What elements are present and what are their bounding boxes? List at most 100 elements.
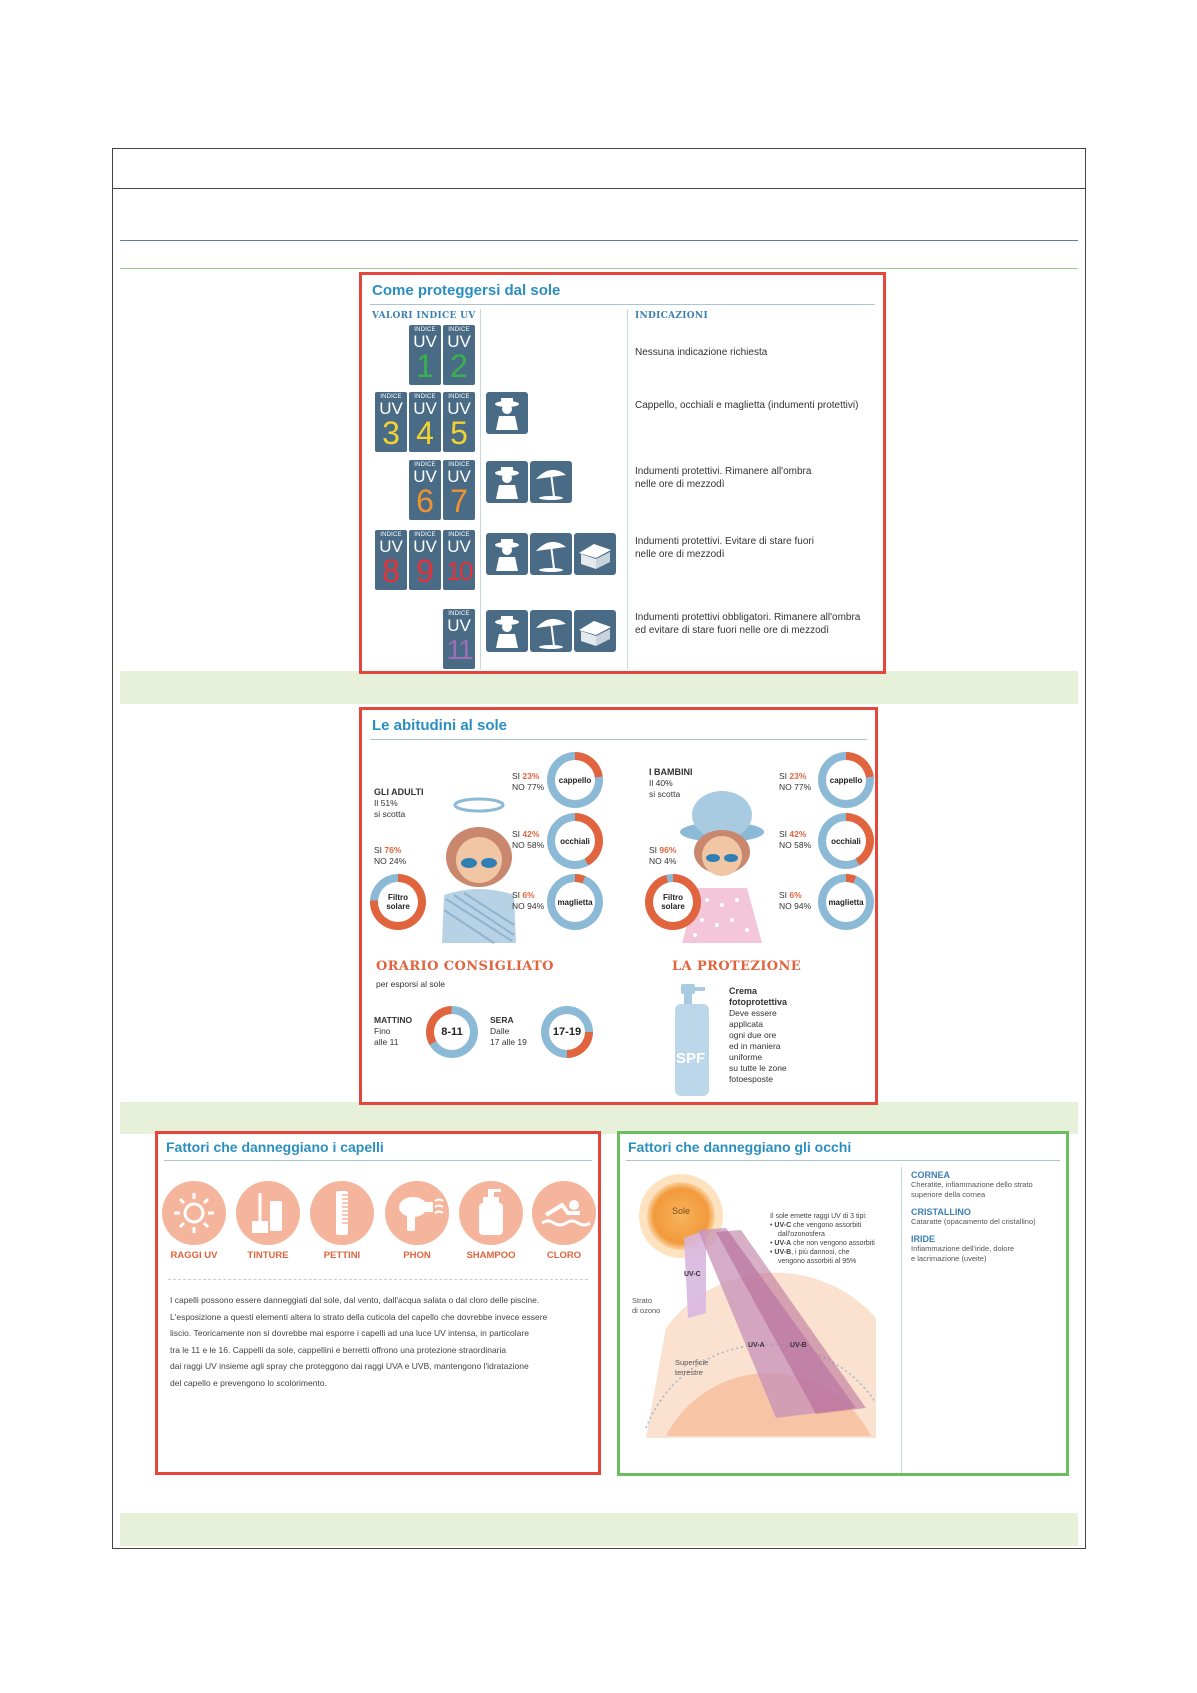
hair-factor-label: TINTURE bbox=[247, 1250, 289, 1261]
person-with-hat-icon bbox=[486, 610, 528, 652]
sun-icon bbox=[162, 1181, 226, 1245]
orario-subtitle: per esporsi al sole bbox=[376, 979, 445, 989]
eye-damage-panel: Fattori che danneggiano gli occhi Sole U… bbox=[617, 1131, 1069, 1476]
hair-paragraph: I capelli possono essere danneggiati dal… bbox=[170, 1295, 548, 1388]
person-with-hat-icon bbox=[486, 461, 528, 503]
umbrella-icon bbox=[530, 533, 572, 575]
children-stat: I BAMBINI Il 40% si scotta bbox=[649, 767, 693, 799]
adult-figure-illustration bbox=[442, 797, 516, 944]
uva-ray-label: UV-A bbox=[748, 1342, 765, 1349]
hair-factor-label: RAGGI UV bbox=[170, 1250, 218, 1261]
maglietta-donut: maglietta bbox=[818, 874, 874, 930]
panel-title: Fattori che danneggiano i capelli bbox=[166, 1139, 384, 1155]
panel-title: Come proteggersi dal sole bbox=[372, 282, 561, 299]
sun-label: Sole bbox=[672, 1206, 691, 1216]
occhiali-donut: occhiali bbox=[547, 813, 603, 869]
title-rule bbox=[370, 739, 867, 740]
orario-heading: ORARIO CONSIGLIATO bbox=[376, 959, 554, 974]
green-band bbox=[120, 671, 1078, 704]
umbrella-icon bbox=[530, 610, 572, 652]
maglietta-stats: SI 6%NO 94% bbox=[512, 890, 545, 911]
indication-text: Indumenti protettivi. Rimanere all'ombra… bbox=[635, 466, 812, 490]
occhiali-stats: SI 42%NO 58% bbox=[779, 829, 812, 850]
filtro-stats: SI 76%NO 24% bbox=[374, 845, 407, 866]
filtro-stats: SI 96%NO 4% bbox=[649, 845, 677, 866]
cappello-stats: SI 23%NO 77% bbox=[512, 771, 545, 792]
occhiali-donut: occhiali bbox=[818, 813, 874, 869]
panel-title: Fattori che danneggiano gli occhi bbox=[628, 1139, 852, 1155]
maglietta-stats: SI 6%NO 94% bbox=[779, 890, 812, 911]
hair-factor-label: PHON bbox=[403, 1250, 431, 1261]
occhiali-stats: SI 42%NO 58% bbox=[512, 829, 545, 850]
green-band bbox=[120, 1102, 1078, 1134]
uv-types-legend: Il sole emette raggi UV di 3 tipi: • UV-… bbox=[770, 1213, 875, 1265]
sunscreen-spray-icon bbox=[675, 984, 709, 1096]
column-divider bbox=[480, 309, 481, 669]
uvc-ray-label: UV-C bbox=[684, 1271, 701, 1278]
hair-factor-label: PETTINI bbox=[323, 1250, 361, 1261]
blue-rule bbox=[120, 240, 1078, 241]
document-frame bbox=[112, 148, 1086, 1549]
uv-values-heading: VALORI INDICE UV bbox=[372, 311, 476, 321]
uv-index-panel: Come proteggersi dal sole VALORI INDICE … bbox=[359, 272, 886, 674]
comb-icon bbox=[310, 1181, 374, 1245]
house-icon bbox=[574, 610, 616, 652]
house-icon bbox=[574, 533, 616, 575]
cappello-donut: cappello bbox=[818, 752, 874, 808]
maglietta-donut: maglietta bbox=[547, 874, 603, 930]
eye-parts-list: CORNEA Cheratite, infiammazione dello st… bbox=[911, 1170, 1036, 1263]
indication-text: Nessuna indicazione richiesta bbox=[635, 347, 768, 358]
dotted-divider bbox=[168, 1279, 588, 1280]
green-rule bbox=[120, 268, 1078, 269]
panel-title: Le abitudini al sole bbox=[372, 717, 508, 734]
cappello-donut: cappello bbox=[547, 752, 603, 808]
swimmer-icon bbox=[532, 1181, 596, 1245]
mattino-donut: 8-11 bbox=[426, 1006, 478, 1058]
indication-text: Indumenti protettivi obbligatori. Rimane… bbox=[635, 612, 861, 636]
protezione-heading: LA PROTEZIONE bbox=[672, 959, 802, 974]
indication-text: Indumenti protettivi. Evitare di stare f… bbox=[635, 536, 814, 560]
title-rule bbox=[164, 1160, 592, 1161]
green-band bbox=[120, 1513, 1078, 1546]
column-divider bbox=[627, 309, 628, 669]
adults-stat: GLI ADULTI Il 51% si scotta bbox=[374, 787, 424, 819]
dye-icon bbox=[236, 1181, 300, 1245]
umbrella-icon bbox=[530, 461, 572, 503]
indication-text: Cappello, occhiali e maglietta (indument… bbox=[635, 400, 859, 411]
hair-factor-label: CLORO bbox=[546, 1250, 582, 1261]
cappello-stats: SI 23%NO 77% bbox=[779, 771, 812, 792]
spf-label: SPF bbox=[676, 1050, 706, 1067]
protezione-text: Crema fotoprotettiva Deve essere applica… bbox=[729, 986, 787, 1084]
hairdryer-icon bbox=[385, 1181, 449, 1245]
sera-donut: 17-19 bbox=[541, 1006, 593, 1058]
shampoo-bottle-icon bbox=[459, 1181, 523, 1245]
sun-habits-panel: Le abitudini al sole GLI ADULTI Il 51% s… bbox=[359, 707, 878, 1105]
child-figure-illustration bbox=[680, 791, 764, 943]
uv-rays-diagram bbox=[639, 1174, 877, 1438]
hair-damage-panel: Fattori che danneggiano i capelli RAGGI … bbox=[155, 1131, 601, 1475]
header-divider bbox=[112, 188, 1086, 189]
column-divider bbox=[901, 1167, 902, 1473]
uvb-ray-label: UV-B bbox=[790, 1342, 807, 1349]
person-with-hat-icon bbox=[486, 533, 528, 575]
title-rule bbox=[626, 1160, 1060, 1161]
indications-heading: INDICAZIONI bbox=[635, 311, 708, 321]
title-rule bbox=[370, 304, 875, 305]
person-with-hat-icon bbox=[486, 392, 528, 434]
